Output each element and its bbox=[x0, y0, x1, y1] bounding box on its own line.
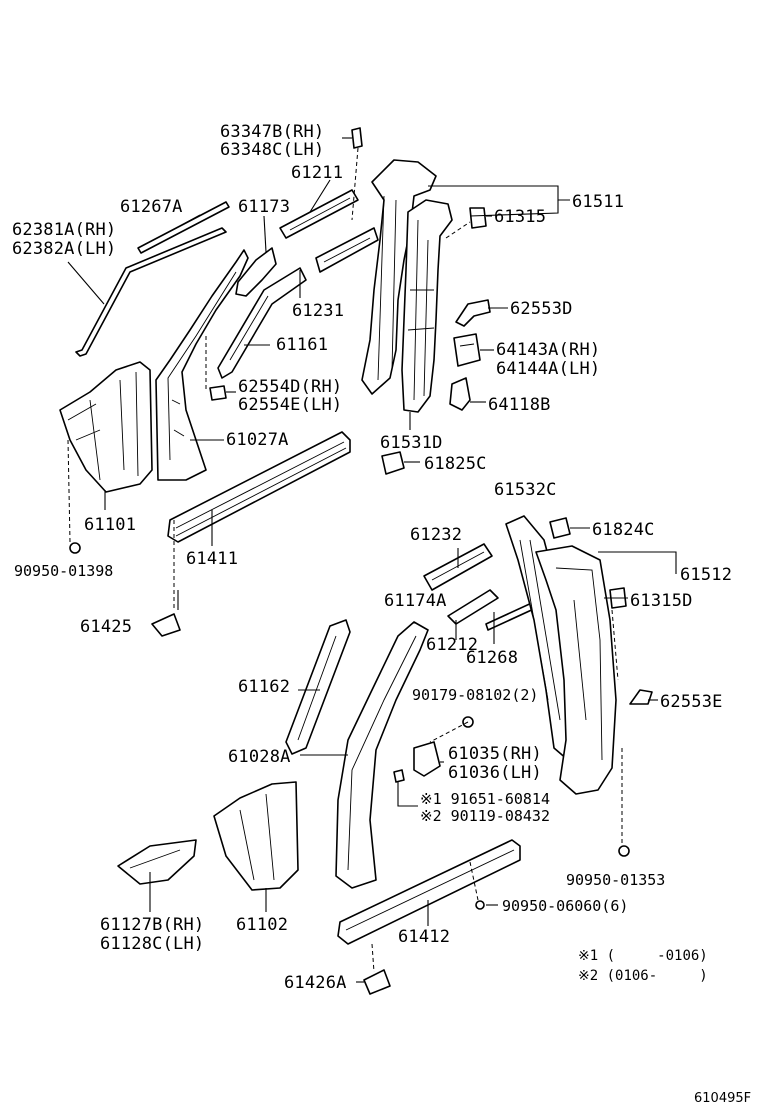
label-61028a: 61028A bbox=[228, 747, 291, 767]
label-90119-08432: ※2 90119-08432 bbox=[420, 807, 550, 825]
part-63347b-clip bbox=[351, 127, 363, 149]
part-61173-bracket bbox=[235, 247, 277, 297]
label-90179-08102: 90179-08102(2) bbox=[412, 686, 538, 704]
part-61315-bracket bbox=[469, 207, 487, 229]
part-61426a-clip bbox=[363, 969, 391, 995]
label-64118b: 64118B bbox=[488, 395, 551, 415]
label-61101: 61101 bbox=[84, 515, 136, 535]
part-90950-01353-plug bbox=[618, 845, 630, 857]
part-61531d-b-pillar-inner bbox=[401, 199, 453, 413]
part-61174a-bracket bbox=[447, 589, 499, 625]
label-61035: 61035(RH) bbox=[448, 744, 542, 764]
label-61128c: 61128C(LH) bbox=[100, 934, 204, 954]
footnote-1: ※1 ( -0106) bbox=[578, 948, 708, 964]
label-62382a: 62382A(LH) bbox=[12, 239, 116, 259]
label-91651-60814: ※1 91651-60814 bbox=[420, 790, 550, 808]
part-61211-rail bbox=[279, 189, 359, 239]
parts-drawings bbox=[59, 127, 653, 995]
label-61315: 61315 bbox=[494, 207, 546, 227]
label-90950-01398: 90950-01398 bbox=[14, 562, 113, 580]
label-61161: 61161 bbox=[276, 335, 328, 355]
part-62381a-weatherstrip bbox=[75, 227, 227, 357]
part-90950-06060-plug bbox=[475, 900, 485, 910]
label-61174a: 61174A bbox=[384, 591, 447, 611]
label-61411: 61411 bbox=[186, 549, 238, 569]
part-90950-01398-plug bbox=[69, 542, 81, 554]
label-61512: 61512 bbox=[680, 565, 732, 585]
part-61127b-bracket bbox=[117, 839, 197, 885]
part-61411-rocker bbox=[167, 431, 351, 543]
label-61027a: 61027A bbox=[226, 430, 289, 450]
label-62553e: 62553E bbox=[660, 692, 723, 712]
part-61825c-block bbox=[381, 451, 405, 475]
part-61102-lower-body bbox=[213, 781, 299, 891]
part-61028a-a-pillar-inner bbox=[335, 621, 429, 889]
label-62553d: 62553D bbox=[510, 299, 573, 319]
label-61231: 61231 bbox=[292, 301, 344, 321]
part-62554d-block bbox=[209, 385, 227, 401]
label-61211: 61211 bbox=[291, 163, 343, 183]
label-62554e: 62554E(LH) bbox=[238, 395, 342, 415]
part-64143a-bracket bbox=[453, 333, 481, 367]
part-61035-bracket bbox=[413, 741, 441, 777]
dashed-guides bbox=[67, 147, 623, 973]
part-62553d-bracket bbox=[455, 299, 491, 327]
part-62553e-bracket bbox=[629, 689, 653, 705]
part-61161-pillar-reinf bbox=[217, 267, 307, 379]
label-61531d: 61531D bbox=[380, 433, 443, 453]
part-61511-b-pillar bbox=[361, 159, 437, 395]
label-61127b: 61127B(RH) bbox=[100, 915, 204, 935]
part-61027a-a-pillar bbox=[155, 249, 249, 481]
leader-lines bbox=[67, 137, 677, 983]
label-61212: 61212 bbox=[426, 635, 478, 655]
footnote-2: ※2 (0106- ) bbox=[578, 968, 708, 984]
part-61412-rocker bbox=[337, 839, 521, 945]
label-90950-01353: 90950-01353 bbox=[566, 871, 665, 889]
label-61511: 61511 bbox=[572, 192, 624, 212]
label-90950-06060: 90950-06060(6) bbox=[502, 897, 628, 915]
diagram-code: 610495F bbox=[694, 1091, 751, 1106]
part-61162-reinforcement bbox=[285, 619, 351, 755]
label-61036: 61036(LH) bbox=[448, 763, 542, 783]
label-61532c: 61532C bbox=[494, 480, 557, 500]
part-61425-clip bbox=[151, 613, 181, 637]
part-64118b-bracket bbox=[449, 377, 471, 411]
label-63347b: 63347B(RH) bbox=[220, 122, 324, 142]
label-61825c: 61825C bbox=[424, 454, 487, 474]
footnotes: ※1 ( -0106) ※2 (0106- ) bbox=[578, 948, 708, 984]
label-61824c: 61824C bbox=[592, 520, 655, 540]
label-61412: 61412 bbox=[398, 927, 450, 947]
label-62381a: 62381A(RH) bbox=[12, 220, 116, 240]
part-61824c-block bbox=[549, 517, 571, 539]
label-61268: 61268 bbox=[466, 648, 518, 668]
label-61102: 61102 bbox=[236, 915, 288, 935]
label-61425: 61425 bbox=[80, 617, 132, 637]
part-91651-bolt bbox=[393, 769, 405, 783]
label-64143a: 64143A(RH) bbox=[496, 340, 600, 360]
label-61426a: 61426A bbox=[284, 973, 347, 993]
label-61162: 61162 bbox=[238, 677, 290, 697]
part-labels: 63347B(RH) 63348C(LH) 61211 61267A 61173… bbox=[12, 122, 732, 993]
label-64144a: 64144A(LH) bbox=[496, 359, 600, 379]
label-62554d: 62554D(RH) bbox=[238, 377, 342, 397]
label-61232: 61232 bbox=[410, 525, 462, 545]
part-61101-lower-body bbox=[59, 361, 153, 493]
label-63348c: 63348C(LH) bbox=[220, 140, 324, 160]
label-61267a: 61267A bbox=[120, 197, 183, 217]
label-61315d: 61315D bbox=[630, 591, 693, 611]
label-61173: 61173 bbox=[238, 197, 290, 217]
